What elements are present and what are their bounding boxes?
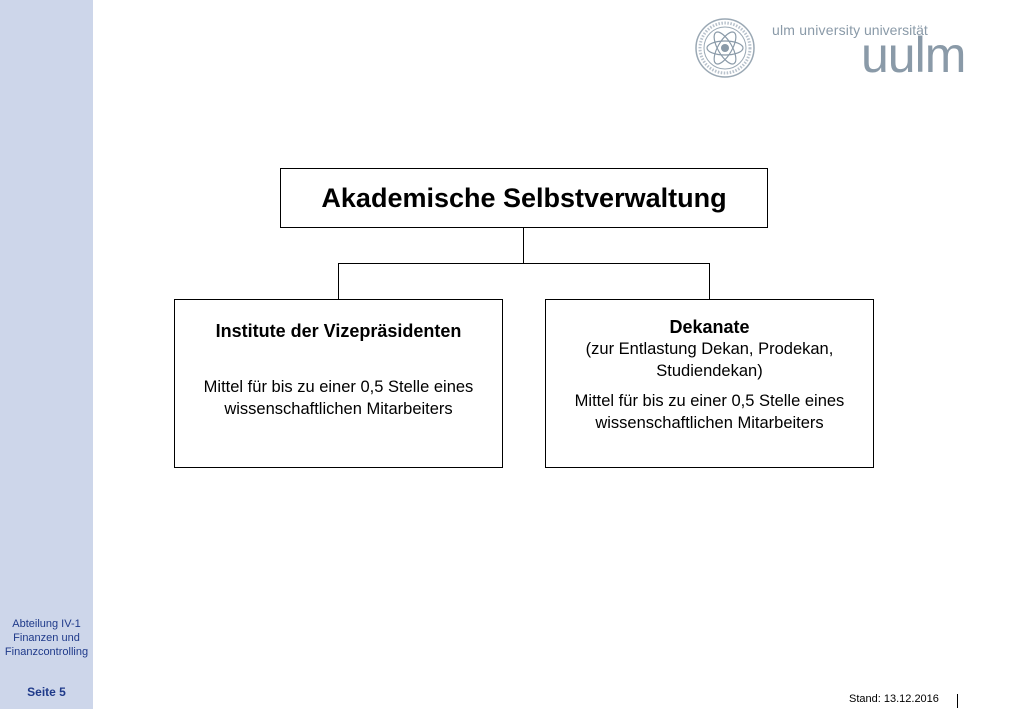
right-node-sub-line-2: Studiendekan)	[656, 362, 763, 380]
department-label: Abteilung IV-1 Finanzen und Finanzcontro…	[0, 617, 93, 659]
left-node-body-line-2: wissenschaftlichen Mitarbeiters	[224, 400, 453, 418]
left-node-title: Institute der Vizepräsidenten	[215, 321, 462, 341]
right-node-title: Dekanate	[669, 317, 750, 337]
sidebar-band	[0, 0, 93, 709]
connector-horizontal	[338, 263, 710, 264]
child-node-dekanate: Dekanate (zur Entlastung Dekan, Prodekan…	[545, 299, 874, 468]
page-number: Seite 5	[27, 685, 66, 699]
connector-left-down	[338, 263, 339, 299]
date-stamp: Stand: 13.12.2016	[849, 693, 939, 705]
left-node-body-line-1: Mittel für bis zu einer 0,5 Stelle eines	[203, 378, 474, 396]
root-node: Akademische Selbstverwaltung	[280, 168, 768, 228]
department-line-1: Abteilung IV-1	[12, 618, 81, 630]
right-node-sub-line-1: (zur Entlastung Dekan, Prodekan,	[585, 340, 834, 358]
root-node-label: Akademische Selbstverwaltung	[321, 182, 727, 213]
logo-wordmark: uulm	[861, 27, 966, 83]
logo-english: ulm university	[772, 22, 861, 38]
connector-right-down	[709, 263, 710, 299]
university-seal-icon	[695, 18, 755, 78]
department-line-2: Finanzen und	[13, 632, 80, 644]
department-line-3: Finanzcontrolling	[4, 646, 89, 658]
footer-divider	[957, 694, 958, 708]
logo-german-small: universität	[864, 22, 928, 38]
right-node-body-line-1: Mittel für bis zu einer 0,5 Stelle eines	[574, 392, 845, 410]
connector-root-down	[523, 228, 524, 264]
right-node-body-line-2: wissenschaftlichen Mitarbeiters	[595, 414, 824, 432]
child-node-vizepraesidenten: Institute der Vizepräsidenten Mittel für…	[174, 299, 503, 468]
